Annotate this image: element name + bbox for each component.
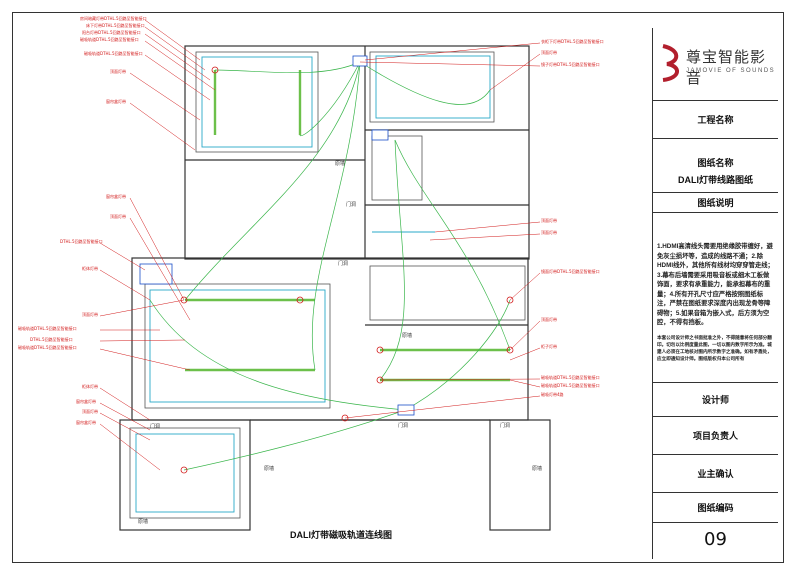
annotation: 顶面灯带 [110,213,126,219]
annotation: 顶面灯带 [541,49,557,55]
annotation: 顶面灯带 [82,408,98,414]
annotation: 顶面灯带 [541,217,557,223]
annotation: 顶面灯带 [82,311,98,317]
annotation: 镜子灯带DTHL.5回路至智能接口 [541,61,600,67]
room-label: 门洞 [338,260,348,267]
room-label: 原墙 [532,465,542,472]
company-name: 尊宝智能影音 [686,48,767,87]
copyright-notice: 本套公司设计师之书面批准之外，不得随意将任何部分翻印。切勿以比例度量此图，一切以… [657,335,772,361]
designer-label: 设计师 [653,382,778,417]
room-label: 原墙 [335,160,345,167]
room-label: 门洞 [150,423,160,430]
dali-controller [352,55,368,67]
annotation: 顶面灯带 [541,229,557,235]
annotation: DTHL.5回路至智能接口 [60,238,103,244]
annotation: 床下灯带DTHL.5回路至智能接口 [86,22,145,28]
annotation: 窗帘盒灯带 [106,193,126,199]
lower-right-wall [489,419,551,531]
room-label: 原墙 [138,518,148,525]
walls [119,45,551,531]
annotation: 窗帘盒灯带 [76,419,96,425]
room-label: 门洞 [500,422,510,429]
annotation: 磁吸轨道DTHL.5回路至智能接口 [80,36,139,42]
annotation: 衣柜下灯带DTHL.5回路至智能接口 [541,38,604,44]
annotation: 顶面灯带 [541,316,557,322]
drawing-sheet [12,12,784,563]
room-label: 门洞 [398,422,408,429]
plan-caption: DALI灯带磁吸轨道连线图 [290,530,392,540]
project-manager-label: 项目负责人 [653,416,778,455]
annotation: 柜子灯带 [541,343,557,349]
dining-frame [369,265,526,321]
leader-lines [99,19,541,471]
annotation: 房间暗藏灯带DTHL.5回路至智能接口 [80,15,147,21]
company-english-name: JAMOVIE OF SOUNDS [686,68,776,74]
drawing-number: 09 [653,522,778,557]
smart-interface-box [139,263,173,285]
annotation: 窗帘盒灯带 [76,398,96,404]
annotation: 镜面灯带DTHL.5回路至智能接口 [541,268,600,274]
room-label: 原墙 [264,465,274,472]
annotation: 阳台灯带DTHL.5回路至智能接口 [82,29,141,35]
room-frames [129,51,526,519]
dali-controller-2 [397,404,415,416]
annotation: 磁吸轨道DTHL.5回路至智能接口 [541,382,600,388]
control-boxes [139,55,415,416]
drawing-notes: 1.HDMI高清线头需要用绝缘胶带缠好，避免灰尘损坏等，造成的线路不通；2.除H… [657,243,774,326]
junction-points [180,66,514,474]
annotation: 柜体灯带 [82,383,98,389]
study-frame [129,427,241,519]
lower-left-wall [119,419,251,531]
room-labels: 原墙 原墙 原墙 原墙 原墙 门洞 门洞 门洞 门洞 门洞 [138,160,542,525]
annotation: 窗帘盒灯带 [106,98,126,104]
bedroom-frame [195,51,319,153]
annotation: 磁吸轨道DTHL.5回路至智能接口 [18,325,77,331]
dali-controller-3 [371,129,389,141]
room-label: 门洞 [346,201,356,208]
notes-box [653,212,778,383]
annotation: 磁吸轨道DTHL.5回路至智能接口 [84,50,143,56]
annotations-right: 衣柜下灯带DTHL.5回路至智能接口 顶面灯带 镜子灯带DTHL.5回路至智能接… [541,38,604,397]
owner-confirm-label: 业主确认 [653,454,778,493]
company-logo: 尊宝智能影音 JAMOVIE OF SOUNDS [653,28,778,100]
wiring-runs [149,61,511,471]
magnetic-tracks [185,70,510,382]
annotation: DTHL.5回路至智能接口 [30,336,73,342]
annotation: 磁吸灯带4路 [541,391,564,397]
living-room-frame [144,283,331,409]
cove-light-strips [135,55,491,513]
notes-label: 图纸说明 [653,192,778,213]
project-name-label: 工程名称 [653,100,778,139]
upper-block-wall [184,45,530,260]
drawing-name: DALI灯带线路图纸 [678,175,753,185]
annotation: 磁吸轨道DTHL.5回路至智能接口 [541,374,600,380]
drawing-name-label: 图纸名称 [653,138,778,187]
room-label: 原墙 [402,332,412,339]
title-block: 尊宝智能影音 JAMOVIE OF SOUNDS 工程名称 图纸名称 DALI灯… [652,28,778,559]
annotation: 顶面灯带 [110,68,126,74]
annotations-left: 房间暗藏灯带DTHL.5回路至智能接口 床下灯带DTHL.5回路至智能接口 阳台… [18,15,147,425]
bath-frame [371,135,423,201]
drawing-no-label: 图纸编码 [653,492,778,523]
annotation: 磁吸轨道DTHL.5回路至智能接口 [18,344,77,350]
annotation: 柜体灯带 [82,265,98,271]
logo-mark-icon [662,44,679,82]
